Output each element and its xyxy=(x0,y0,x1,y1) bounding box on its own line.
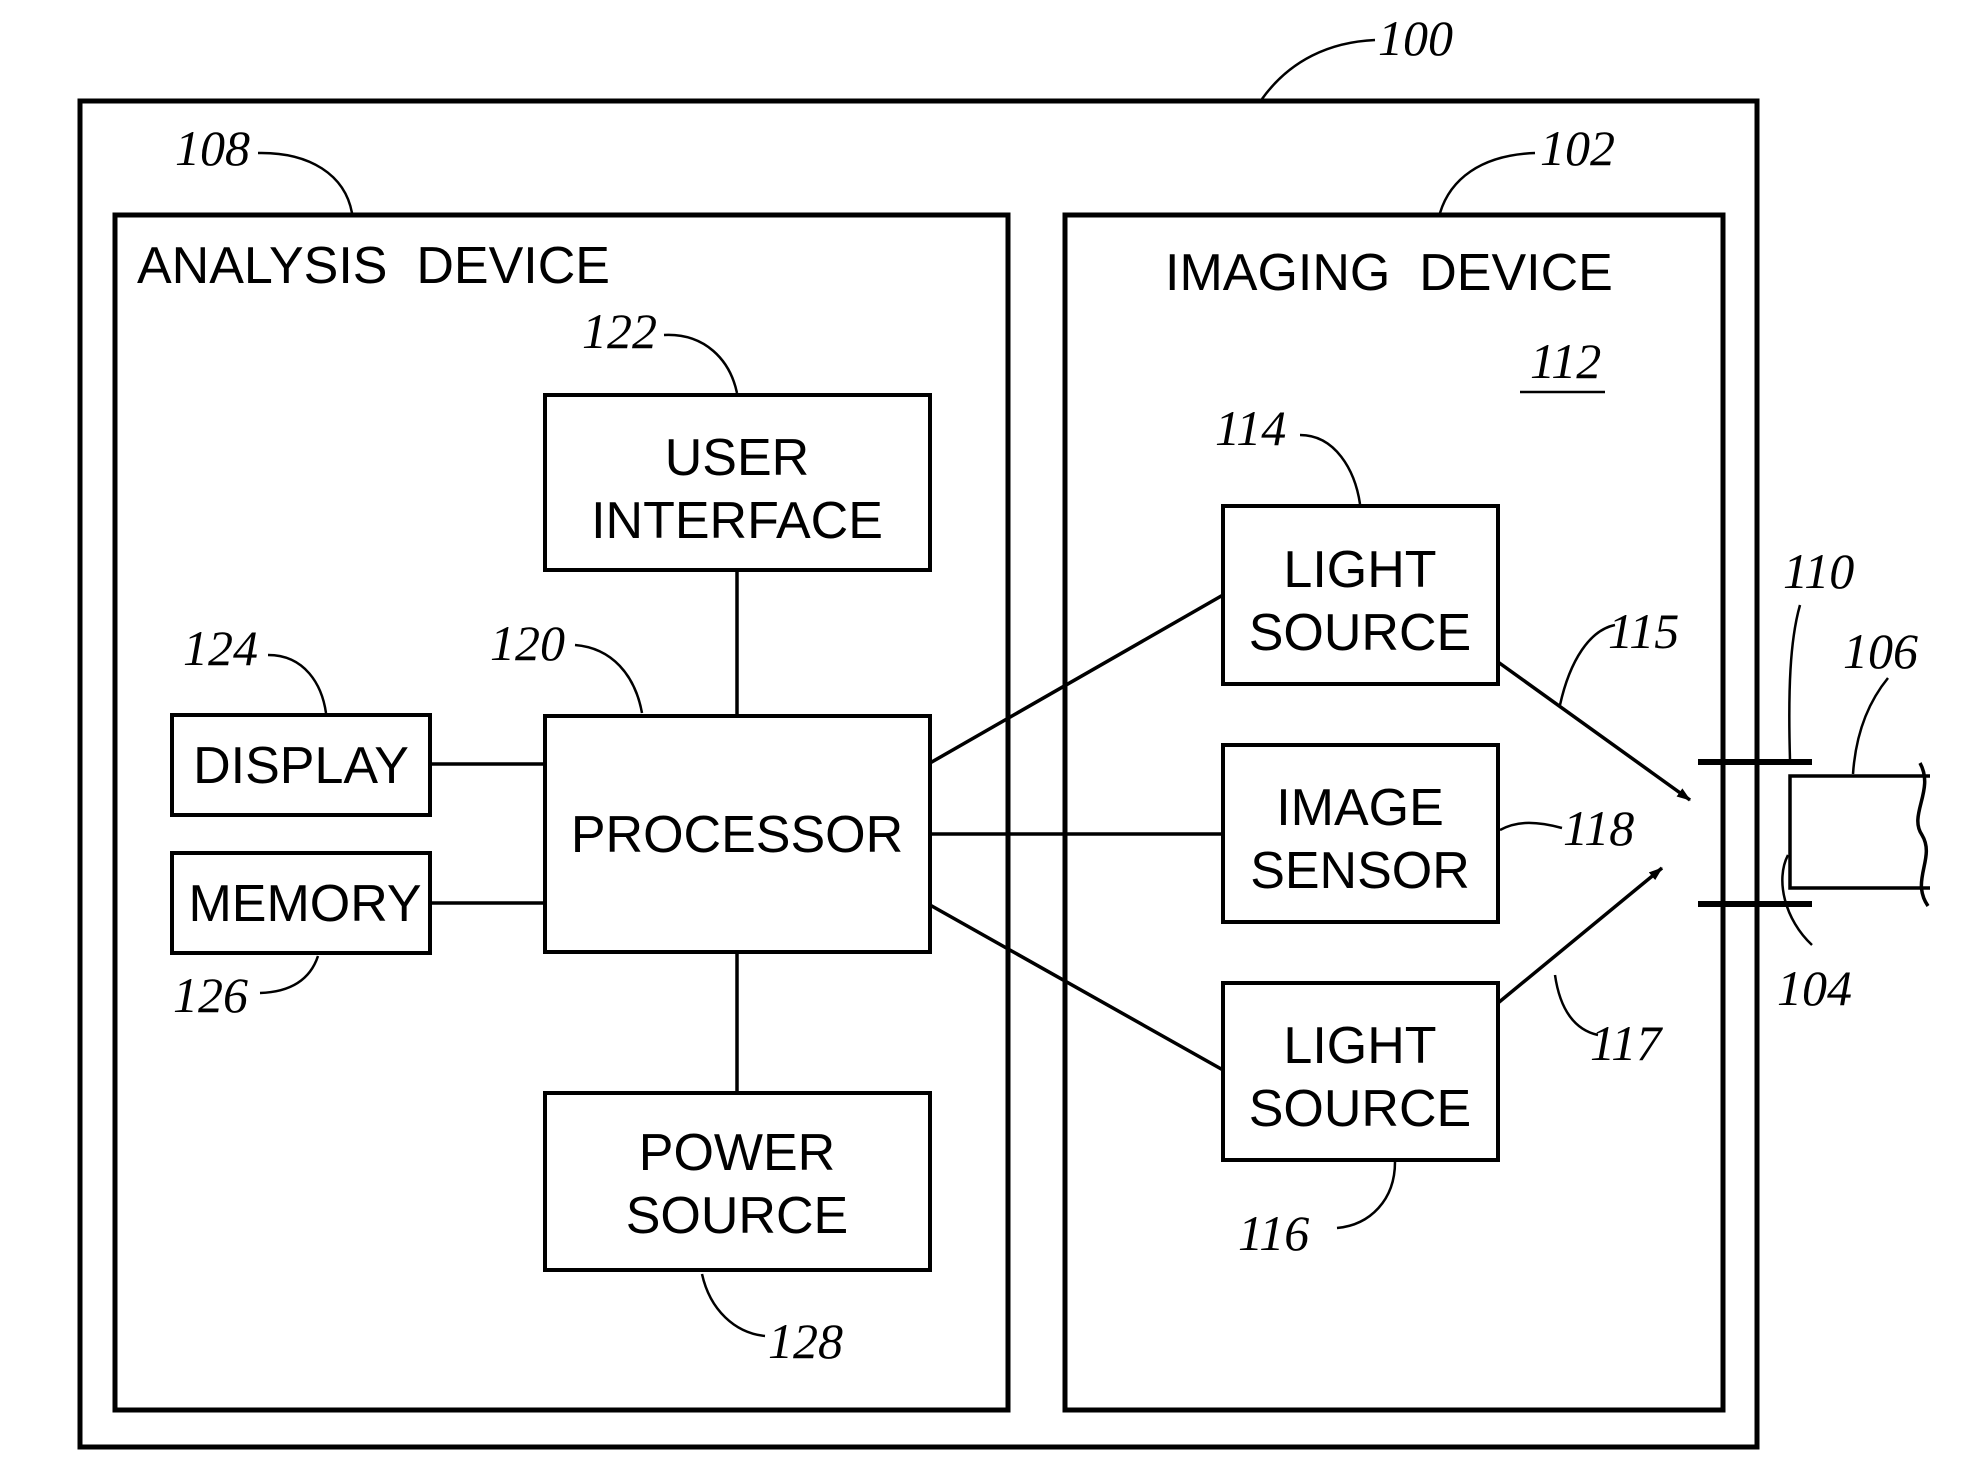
ref-120: 120 xyxy=(490,615,565,671)
leader-110 xyxy=(1789,605,1800,760)
ref-126: 126 xyxy=(173,967,248,1023)
leader-115 xyxy=(1560,625,1615,705)
leader-102 xyxy=(1440,153,1535,213)
leader-116 xyxy=(1337,1162,1395,1228)
display-label: DISPLAY xyxy=(193,737,409,795)
ref-106: 106 xyxy=(1843,623,1918,679)
leader-128 xyxy=(702,1274,765,1336)
ref-117: 117 xyxy=(1590,1015,1663,1071)
image-sensor-label-1: IMAGE xyxy=(1276,779,1444,837)
leader-120 xyxy=(575,645,642,713)
imaging-device-title: IMAGING DEVICE xyxy=(1165,244,1613,302)
ref-115: 115 xyxy=(1608,603,1679,659)
leader-106 xyxy=(1853,678,1888,774)
power-source-label-2: SOURCE xyxy=(626,1187,848,1245)
leader-122 xyxy=(664,335,737,393)
ref-122: 122 xyxy=(582,303,657,359)
light-path-top-arrow xyxy=(1498,662,1690,800)
processor-label: PROCESSOR xyxy=(571,806,903,864)
object-break-line xyxy=(1918,763,1928,906)
ref-104: 104 xyxy=(1777,960,1852,1016)
leader-118 xyxy=(1500,823,1562,830)
ref-112: 112 xyxy=(1530,333,1601,389)
light-source-bottom-label-2: SOURCE xyxy=(1249,1080,1471,1138)
leader-104 xyxy=(1782,855,1812,945)
light-path-bottom-arrow xyxy=(1498,868,1662,1003)
ref-110: 110 xyxy=(1783,543,1854,599)
user-interface-label-2: INTERFACE xyxy=(591,492,883,550)
light-source-top-label-2: SOURCE xyxy=(1249,604,1471,662)
ref-100: 100 xyxy=(1378,10,1453,66)
ref-118: 118 xyxy=(1563,800,1634,856)
connector-processor-light-top xyxy=(930,595,1223,763)
object-outline xyxy=(1790,776,1930,888)
leader-124 xyxy=(268,655,326,713)
leader-126 xyxy=(260,956,318,993)
ref-102: 102 xyxy=(1540,120,1615,176)
ref-116: 116 xyxy=(1238,1205,1309,1261)
ref-124: 124 xyxy=(183,620,258,676)
leader-108 xyxy=(258,153,352,213)
light-source-top-label-1: LIGHT xyxy=(1283,541,1436,599)
power-source-label-1: POWER xyxy=(639,1124,835,1182)
user-interface-label-1: USER xyxy=(665,429,809,487)
ref-114: 114 xyxy=(1215,400,1286,456)
image-sensor-label-2: SENSOR xyxy=(1250,842,1470,900)
analysis-device-title: ANALYSIS DEVICE xyxy=(137,237,610,295)
leader-100 xyxy=(1262,40,1375,99)
ref-108: 108 xyxy=(175,120,250,176)
ref-128: 128 xyxy=(768,1313,843,1369)
connector-processor-light-bottom xyxy=(930,905,1223,1070)
light-source-bottom-label-1: LIGHT xyxy=(1283,1017,1436,1075)
memory-label: MEMORY xyxy=(188,875,421,933)
leader-114 xyxy=(1300,435,1360,504)
